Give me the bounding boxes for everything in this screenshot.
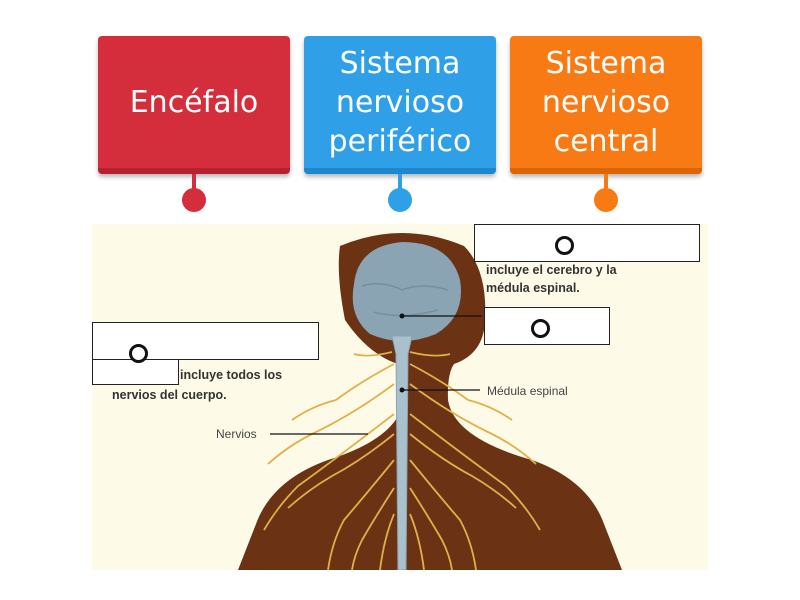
card-periferico-line-3: periférico [328,123,472,159]
card-central-line-2: nervioso [541,84,671,120]
card-central-stem [604,174,608,198]
spinal-cord-label: Médula espinal [487,384,568,398]
central-description: incluye el cerebro y la médula espinal. [486,261,617,297]
drop-zone-peripheral[interactable] [92,322,319,360]
drop-zone-brain-target[interactable] [531,319,550,338]
card-encefalo-pin[interactable] [182,188,206,212]
drop-zone-peripheral-tab[interactable] [92,359,179,385]
central-description-line-1: incluye el cerebro y la [486,263,617,277]
card-periferico-line-1: Sistema [339,45,461,81]
card-sistema-nervioso-central[interactable]: Sistema nervioso central [510,36,702,174]
drop-zone-peripheral-target[interactable] [129,344,148,363]
central-description-line-2: médula espinal. [486,281,580,295]
peripheral-description-line-2: nervios del cuerpo. [112,388,227,402]
card-encefalo-stem [192,174,196,198]
card-encefalo[interactable]: Encéfalo [98,36,290,174]
card-central-pin[interactable] [594,188,618,212]
nervous-system-diagram: incluye el cerebro y la médula espinal. … [92,224,708,570]
card-central-line-1: Sistema [545,45,667,81]
card-sistema-nervioso-periferico[interactable]: Sistema nervioso periférico [304,36,496,174]
card-periferico-line-2: nervioso [335,84,465,120]
human-silhouette-illustration [238,233,622,570]
nerves-label: Nervios [216,427,257,441]
card-central-line-3: central [553,123,659,159]
body-silhouette [238,233,622,570]
card-periferico-pin[interactable] [388,188,412,212]
card-encefalo-text: Encéfalo [129,84,259,120]
spinal-cord [391,335,413,570]
card-periferico-stem [398,174,402,198]
peripheral-description-line-1: incluye todos los [180,368,283,382]
drop-zone-central[interactable] [474,224,700,262]
drop-zone-central-target[interactable] [555,236,574,255]
brain-shape [352,242,461,341]
